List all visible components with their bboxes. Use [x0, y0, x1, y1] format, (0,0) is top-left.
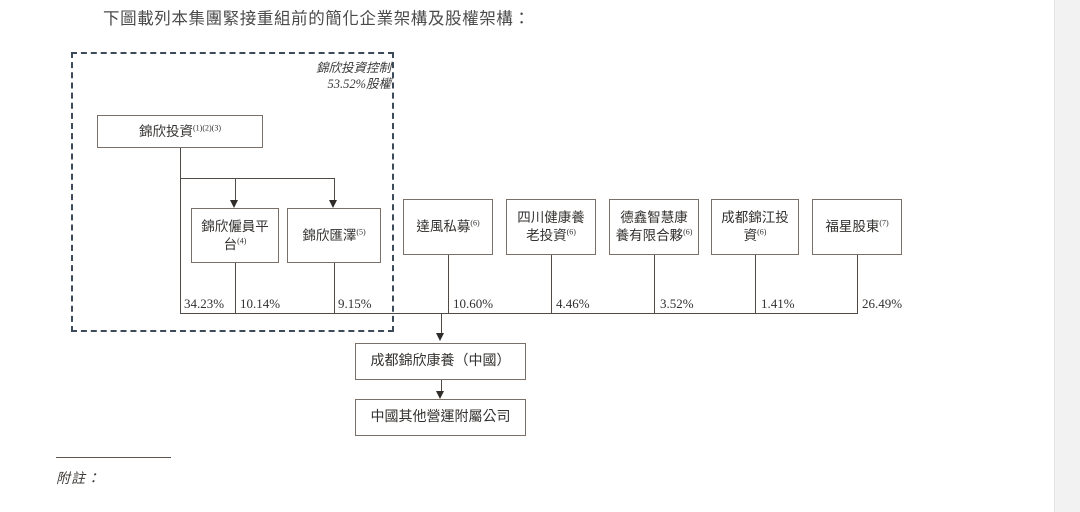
- node-dafeng-fund[interactable]: 達風私募(6): [403, 199, 493, 255]
- connector-dexin-partnership-down: [654, 255, 655, 313]
- connector-to-jinxin-huize: [334, 178, 335, 202]
- connector-employee-platform-down: [235, 263, 236, 313]
- control-group-boundary: [71, 52, 394, 332]
- connector-fuxing-shareholders-down: [857, 255, 858, 313]
- node-sichuan-health-sup: (6): [566, 227, 576, 237]
- node-employee-platform-sup: (4): [237, 236, 247, 245]
- connector-to-employee-platform: [235, 178, 236, 202]
- node-jinxin-investment-label: 錦欣投資: [139, 123, 193, 139]
- node-chengdu-jinjiang-sup: (6): [757, 227, 767, 237]
- node-dafeng-fund-label: 達風私募: [416, 219, 471, 234]
- node-jinxin-investment-sup: (1)(2)(3): [193, 123, 221, 132]
- connector-sichuan-health-down: [551, 255, 552, 313]
- pct-jinxin-investment-direct: 34.23%: [184, 296, 225, 311]
- footnote-label: 附註：: [56, 472, 101, 487]
- node-sichuan-health[interactable]: 四川健康養老投資(6): [506, 199, 596, 255]
- arrow-to-jinxin-huize: [329, 200, 337, 208]
- footnote-divider: [56, 457, 171, 458]
- page-right-margin: [1054, 0, 1080, 512]
- node-chengdu-jinjiang-label: 成都錦江投資: [721, 210, 789, 243]
- pct-jinxin-huize: 9.15%: [338, 296, 372, 311]
- connector-ownership-bus: [180, 313, 858, 314]
- connector-chengdu-jinjiang-down: [755, 255, 756, 313]
- control-group-label-line1: 錦欣投資控制: [315, 61, 391, 75]
- page-title: 下圖載列本集團緊接重組前的簡化企業架構及股權架構：: [103, 9, 531, 28]
- pct-chengdu-jinjiang: 1.41%: [761, 296, 795, 311]
- node-subsidiaries[interactable]: 中國其他營運附屬公司: [355, 399, 526, 436]
- node-fuxing-shareholders[interactable]: 福星股東(7): [812, 199, 902, 255]
- node-dexin-partnership-label: 德鑫智慧康養有限合夥: [615, 210, 688, 243]
- pct-sichuan-health: 4.46%: [556, 296, 590, 311]
- connector-jinxin-huize-down: [334, 263, 335, 313]
- arrow-to-main-company: [436, 333, 444, 341]
- node-main-company-label: 成都錦欣康養（中國）: [370, 353, 511, 369]
- pct-dafeng-fund: 10.60%: [453, 296, 494, 311]
- pct-employee-platform: 10.14%: [240, 296, 281, 311]
- node-jinxin-huize[interactable]: 錦欣匯澤(5): [287, 208, 381, 263]
- node-dexin-partnership[interactable]: 德鑫智慧康養有限合夥(6): [609, 199, 699, 255]
- document-page: 下圖載列本集團緊接重組前的簡化企業架構及股權架構： 錦欣投資控制 53.52%股…: [56, 9, 903, 487]
- node-employee-platform[interactable]: 錦欣僱員平台(4): [191, 208, 279, 263]
- control-group-label-line2: 53.52%股權: [327, 77, 391, 91]
- arrow-to-subsidiaries: [436, 391, 444, 399]
- connector-main-company-to-subsidiaries: [441, 380, 442, 393]
- node-jinxin-huize-sup: (5): [356, 227, 366, 236]
- pct-dexin-partnership: 3.52%: [660, 296, 694, 311]
- node-employee-platform-label: 錦欣僱員平台: [201, 218, 269, 252]
- node-subsidiaries-label: 中國其他營運附屬公司: [370, 409, 511, 425]
- connector-dafeng-fund-down: [448, 255, 449, 313]
- pct-fuxing-shareholders: 26.49%: [862, 296, 903, 311]
- node-dexin-partnership-sup: (6): [683, 227, 693, 237]
- node-chengdu-jinjiang[interactable]: 成都錦江投資(6): [711, 199, 799, 255]
- connector-jinxin-subsidiary-bus: [180, 178, 335, 179]
- node-fuxing-shareholders-label: 福星股東: [825, 219, 880, 234]
- node-fuxing-shareholders-sup: (7): [879, 218, 889, 228]
- node-dafeng-fund-sup: (6): [470, 218, 480, 228]
- node-jinxin-investment[interactable]: 錦欣投資(1)(2)(3): [97, 115, 263, 148]
- node-jinxin-huize-label: 錦欣匯澤: [302, 227, 357, 243]
- arrow-to-employee-platform: [230, 200, 238, 208]
- connector-bus-to-main-company: [441, 313, 442, 335]
- node-sichuan-health-label: 四川健康養老投資: [517, 210, 585, 243]
- connector-jinxin-stem: [180, 148, 181, 313]
- control-group-label: 錦欣投資控制 53.52%股權: [243, 60, 391, 92]
- node-main-company[interactable]: 成都錦欣康養（中國）: [355, 343, 526, 380]
